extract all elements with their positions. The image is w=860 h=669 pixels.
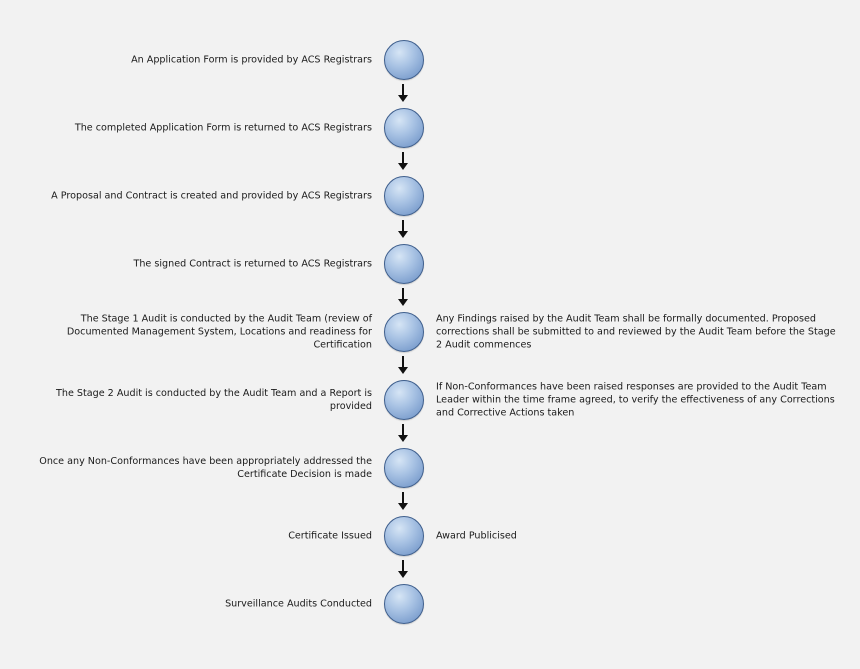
step-4-description: The signed Contract is returned to ACS R… <box>133 258 372 270</box>
step-6-circle-node <box>384 380 424 420</box>
step-6-note: If Non-Conformances have been raised res… <box>436 381 835 419</box>
step-5-note: Any Findings raised by the Audit Team sh… <box>436 313 836 351</box>
arrow-down-icon <box>398 424 408 442</box>
arrow-down-icon <box>398 560 408 578</box>
step-8-description: Certificate Issued <box>288 530 372 542</box>
step-9-circle-node <box>384 584 424 624</box>
step-9-description: Surveillance Audits Conducted <box>225 598 372 610</box>
arrow-down-icon <box>398 152 408 170</box>
step-6: The Stage 2 Audit is conducted by the Au… <box>0 376 860 424</box>
step-3: A Proposal and Contract is created and p… <box>0 172 860 220</box>
step-2-circle-node <box>384 108 424 148</box>
step-2-description: The completed Application Form is return… <box>74 122 372 134</box>
arrow-down-icon <box>398 356 408 374</box>
step-8-note: Award Publicised <box>436 530 517 542</box>
step-2: The completed Application Form is return… <box>0 104 860 152</box>
step-8-circle-node <box>384 516 424 556</box>
step-4: The signed Contract is returned to ACS R… <box>0 240 860 288</box>
step-3-description: A Proposal and Contract is created and p… <box>51 190 372 202</box>
step-5-description: The Stage 1 Audit is conducted by the Au… <box>66 313 372 351</box>
step-7-circle-node <box>384 448 424 488</box>
arrow-down-icon <box>398 288 408 306</box>
step-4-circle-node <box>384 244 424 284</box>
step-1-description: An Application Form is provided by ACS R… <box>131 54 372 66</box>
arrow-down-icon <box>398 492 408 510</box>
step-1-circle-node <box>384 40 424 80</box>
arrow-down-icon <box>398 84 408 102</box>
step-7: Once any Non-Conformances have been appr… <box>0 444 860 492</box>
step-9: Surveillance Audits Conducted <box>0 580 860 628</box>
step-5: The Stage 1 Audit is conducted by the Au… <box>0 308 860 356</box>
step-7-description: Once any Non-Conformances have been appr… <box>39 456 372 480</box>
step-8: Certificate Issued Award Publicised <box>0 512 860 560</box>
step-3-circle-node <box>384 176 424 216</box>
step-6-description: The Stage 2 Audit is conducted by the Au… <box>56 388 372 412</box>
arrow-down-icon <box>398 220 408 238</box>
step-1: An Application Form is provided by ACS R… <box>0 36 860 84</box>
step-5-circle-node <box>384 312 424 352</box>
